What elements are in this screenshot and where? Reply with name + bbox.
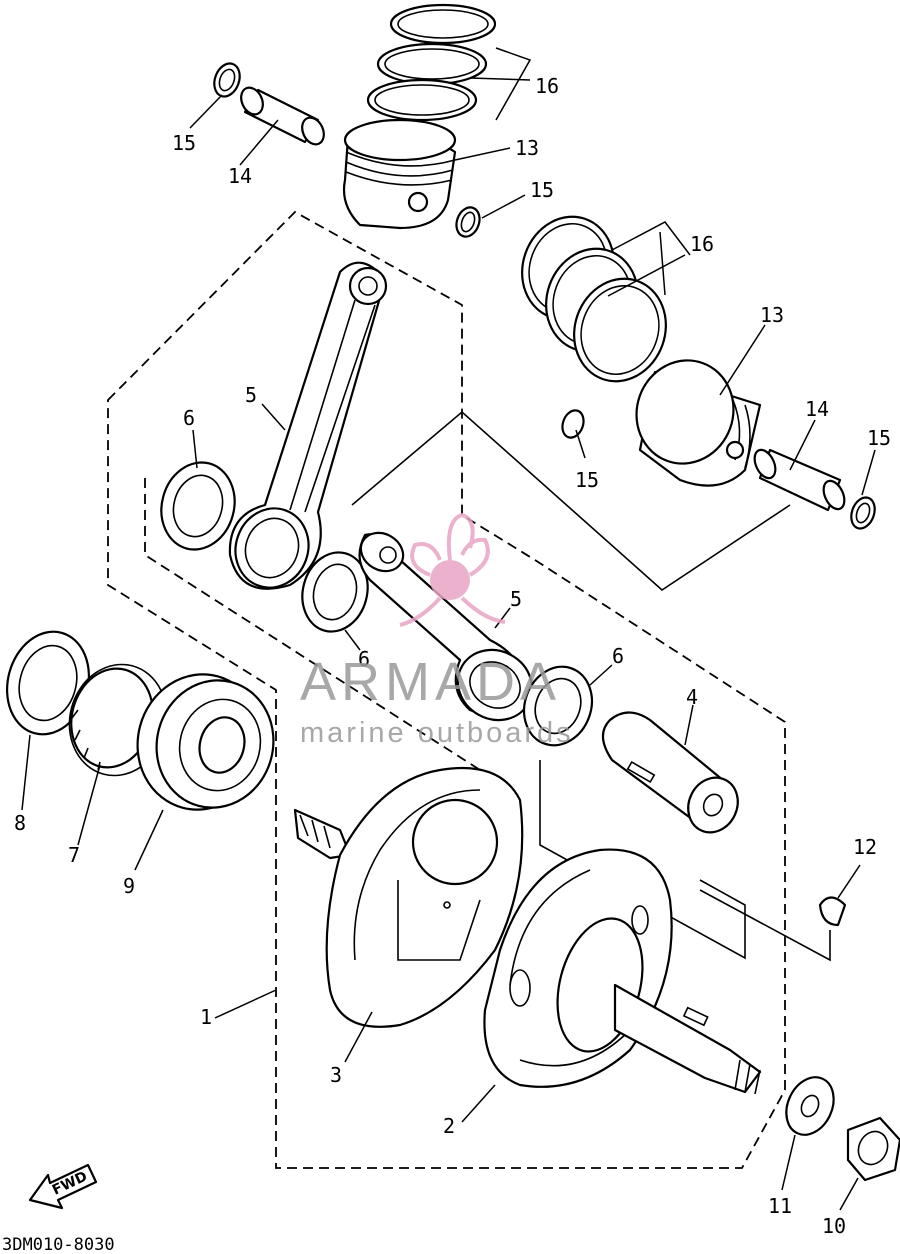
drawing-code: 3DM010-8030 [2, 1235, 115, 1254]
connecting-rod-left [228, 261, 388, 590]
circlip-lower-right [850, 496, 876, 530]
rod-kit-outline-left [144, 478, 491, 862]
piston-ring-set-upper [366, 3, 497, 122]
callout-9: 9 [123, 874, 135, 898]
oil-seal-8 [5, 630, 91, 736]
callout-13-lower: 13 [760, 303, 784, 327]
callout-16-lower: 16 [690, 232, 714, 256]
callout-10: 10 [822, 1214, 846, 1238]
callout-8: 8 [14, 811, 26, 835]
piston-kit-outline [351, 410, 791, 592]
bearing-washer-6-left [160, 461, 236, 551]
callout-15-lower-left: 15 [575, 468, 599, 492]
callout-4: 4 [686, 685, 698, 709]
key-outline [699, 889, 831, 962]
callout-2: 2 [443, 1114, 455, 1138]
crankshaft-left-half [293, 766, 524, 1028]
piston-lower [635, 359, 762, 487]
callout-12: 12 [853, 835, 877, 859]
piston-upper [342, 118, 457, 230]
crank-pin [601, 711, 739, 834]
rod-kit-outline-right [539, 760, 746, 960]
callout-5-middle: 5 [510, 587, 522, 611]
armada-logo-icon [399, 512, 506, 627]
callout-6-mid: 6 [358, 647, 370, 671]
callout-15-lower-right: 15 [867, 426, 891, 450]
bearing-washer-6-mid [301, 551, 369, 633]
circlip-upper-left [213, 62, 241, 98]
callout-3: 3 [330, 1063, 342, 1087]
callout-11: 11 [768, 1194, 792, 1218]
crankshaft-assembly-outline [107, 210, 786, 1169]
callout-5-left: 5 [245, 383, 257, 407]
callout-1: 1 [200, 1005, 212, 1029]
callout-15-upper-right: 15 [530, 178, 554, 202]
piston-ring-set-lower [521, 215, 667, 383]
washer-11 [785, 1076, 835, 1136]
callout-14-upper: 14 [228, 164, 252, 188]
callout-6-left: 6 [183, 406, 195, 430]
callout-14-lower: 14 [805, 397, 829, 421]
watermark-tagline: marine outboards [300, 717, 574, 749]
woodruff-key [818, 896, 847, 927]
ball-bearing-9 [136, 673, 275, 811]
crankshaft-right-half [483, 848, 762, 1095]
callout-16-upper: 16 [535, 74, 559, 98]
nut-10 [846, 1116, 900, 1182]
piston-pin-upper [240, 86, 325, 146]
callout-15-upper-left: 15 [172, 131, 196, 155]
connecting-rod-middle [358, 531, 534, 722]
circlip-upper-right [455, 206, 481, 238]
circlip-lower-left [561, 409, 585, 439]
piston-pin-lower [753, 448, 846, 512]
callout-7: 7 [68, 843, 80, 867]
callout-6-right: 6 [612, 644, 624, 668]
callout-13-upper: 13 [515, 136, 539, 160]
watermark-brand: ARMADA [300, 652, 561, 712]
bearing-washer-6-right [523, 665, 593, 747]
leader-lines [21, 47, 876, 1211]
armada-watermark: ARMADA marine outboards [300, 512, 574, 749]
fwd-arrow: FWD [28, 1163, 98, 1210]
